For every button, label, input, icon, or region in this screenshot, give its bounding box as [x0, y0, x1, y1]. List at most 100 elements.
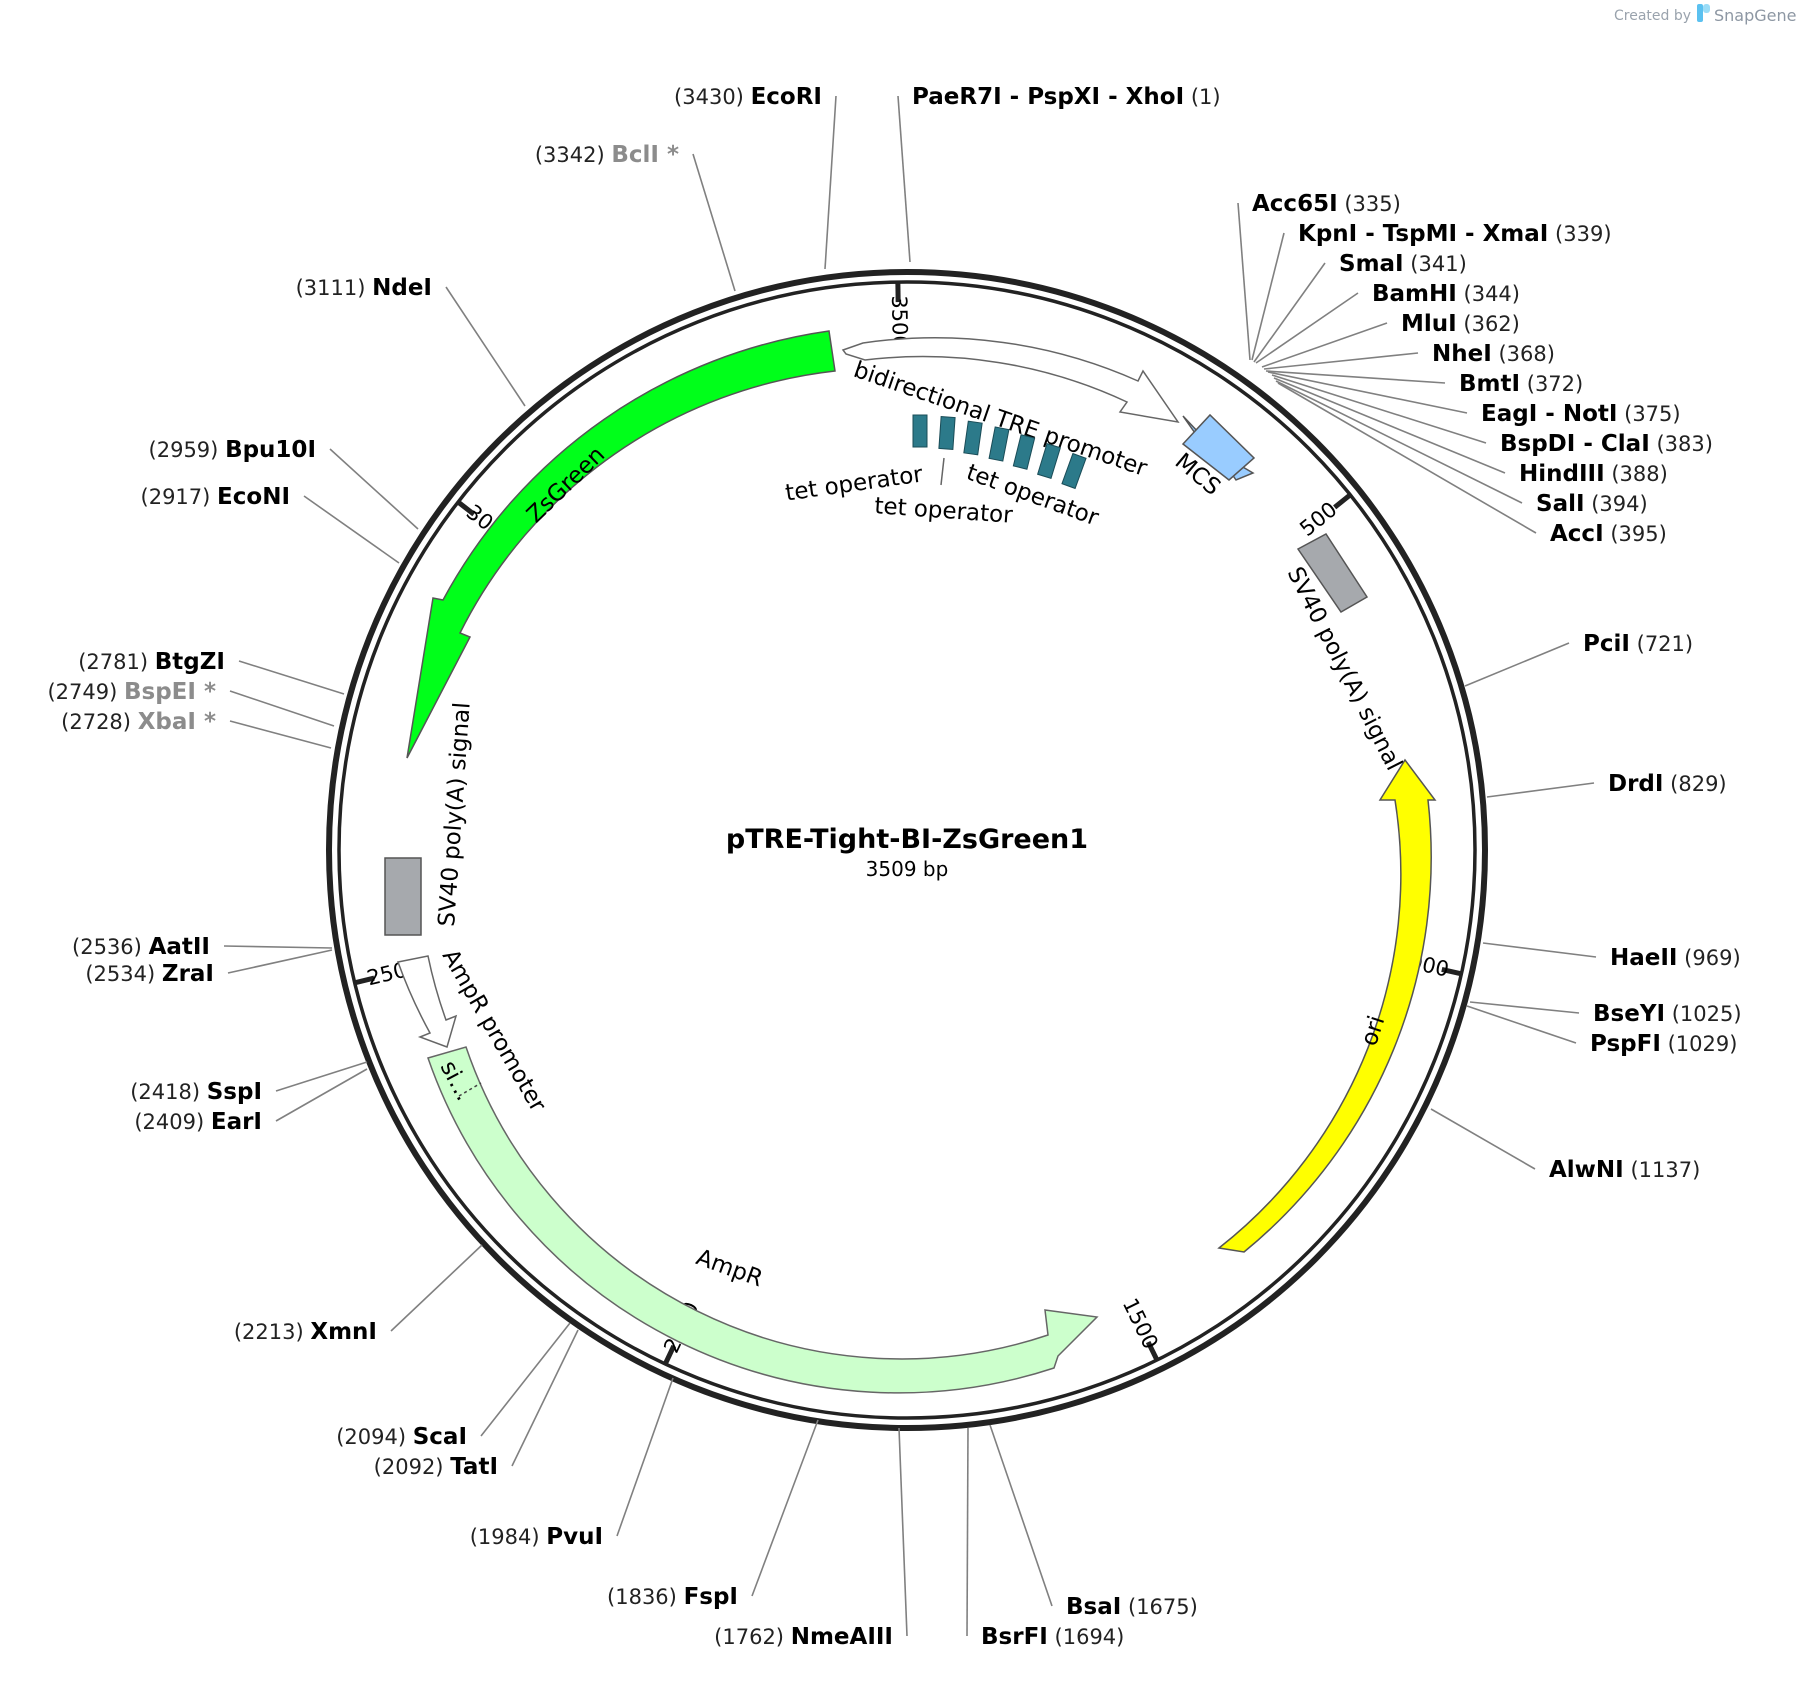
restriction-site-label[interactable]: DrdI (829): [1608, 771, 1727, 797]
site-enzyme-name[interactable]: PspXI: [1027, 84, 1100, 110]
restriction-site-label[interactable]: (2728) XbaI *: [61, 709, 216, 735]
restriction-site-label[interactable]: BsaI (1675): [1066, 1594, 1198, 1620]
site-enzyme-name[interactable]: AlwNI: [1549, 1157, 1624, 1183]
ori-feature[interactable]: [1217, 758, 1437, 1253]
restriction-site-label[interactable]: HaeII (969): [1610, 945, 1741, 971]
restriction-site-label[interactable]: (2917) EcoNI: [141, 484, 290, 510]
restriction-site-label[interactable]: Acc65I (335): [1252, 191, 1401, 217]
restriction-site-label[interactable]: KpnI - TspMI - XmaI (339): [1298, 221, 1612, 247]
restriction-site-label[interactable]: SalI (394): [1536, 491, 1648, 517]
site-enzyme-name[interactable]: BsaI: [1066, 1594, 1121, 1620]
restriction-site-label[interactable]: (2749) BspEI *: [47, 679, 216, 705]
site-enzyme-name[interactable]: BseYI: [1593, 1001, 1665, 1027]
site-enzyme-name[interactable]: DrdI: [1608, 771, 1663, 797]
restriction-site-label[interactable]: (2092) TatI: [374, 1454, 498, 1480]
site-enzyme-name[interactable]: TatI: [450, 1454, 498, 1480]
tet-operator-box[interactable]: [1037, 443, 1061, 479]
site-enzyme-name[interactable]: SspI: [207, 1079, 262, 1105]
restriction-site-label[interactable]: BamHI (344): [1372, 281, 1520, 307]
site-enzyme-name[interactable]: BsrFI: [981, 1624, 1048, 1650]
site-enzyme-name[interactable]: ZraI: [162, 961, 214, 987]
site-enzyme-name[interactable]: KpnI: [1298, 221, 1357, 247]
site-enzyme-name[interactable]: PciI: [1583, 631, 1630, 657]
site-enzyme-name[interactable]: NdeI: [372, 275, 432, 301]
site-enzyme-name[interactable]: BspEI *: [124, 679, 216, 705]
tet-operator-box[interactable]: [1061, 452, 1087, 490]
site-enzyme-name[interactable]: SmaI: [1339, 251, 1404, 277]
tet-operator-box[interactable]: [1012, 434, 1036, 470]
site-enzyme-name[interactable]: ClaI: [1601, 431, 1650, 457]
site-enzyme-name[interactable]: NmeAIII: [791, 1624, 893, 1650]
site-enzyme-name[interactable]: TspMI: [1383, 221, 1457, 247]
restriction-site-label[interactable]: BspDI - ClaI (383): [1500, 431, 1713, 457]
tet-operator-box[interactable]: [963, 420, 983, 456]
restriction-site-label[interactable]: BseYI (1025): [1593, 1001, 1742, 1027]
site-enzyme-name[interactable]: Acc65I: [1252, 191, 1338, 217]
restriction-site-label[interactable]: (2534) ZraI: [85, 961, 214, 987]
site-enzyme-name[interactable]: NotI: [1563, 401, 1618, 427]
site-enzyme-name[interactable]: MluI: [1401, 311, 1457, 337]
site-enzyme-name[interactable]: BtgZI: [155, 649, 225, 675]
site-enzyme-name[interactable]: PaeR7I: [912, 84, 1002, 110]
restriction-site-label[interactable]: (2418) SspI: [130, 1079, 262, 1105]
ampr-feature[interactable]: [427, 1046, 1099, 1394]
site-enzyme-name[interactable]: FspI: [684, 1584, 738, 1610]
site-enzyme-name[interactable]: SalI: [1536, 491, 1585, 517]
site-enzyme-name[interactable]: NheI: [1432, 341, 1492, 367]
site-enzyme-name[interactable]: Bpu10I: [225, 437, 316, 463]
restriction-site-label[interactable]: (3111) NdeI: [296, 275, 432, 301]
tet-operator-box[interactable]: [988, 426, 1010, 462]
restriction-site-label[interactable]: (3342) BclI *: [535, 142, 679, 168]
restriction-site-label[interactable]: NheI (368): [1432, 341, 1555, 367]
restriction-site-label[interactable]: (2094) ScaI: [336, 1424, 467, 1450]
restriction-site-label[interactable]: EagI - NotI (375): [1481, 401, 1681, 427]
restriction-site-label[interactable]: MluI (362): [1401, 311, 1520, 337]
tre-promoter-feature[interactable]: [841, 337, 1180, 424]
site-enzyme-name[interactable]: BspDI: [1500, 431, 1575, 457]
site-enzyme-name[interactable]: HindIII: [1519, 461, 1605, 487]
restriction-site-label[interactable]: AccI (395): [1550, 521, 1667, 547]
site-enzyme-name[interactable]: EarI: [211, 1109, 262, 1135]
sv40-polya-left-box[interactable]: [384, 857, 422, 936]
site-position: (2749): [47, 680, 117, 704]
restriction-site-label[interactable]: SmaI (341): [1339, 251, 1467, 277]
restriction-site-label[interactable]: (2409) EarI: [134, 1109, 262, 1135]
site-enzyme-name[interactable]: HaeII: [1610, 945, 1677, 971]
site-enzyme-name[interactable]: EcoRI: [751, 84, 822, 110]
restriction-site-label[interactable]: AlwNI (1137): [1549, 1157, 1700, 1183]
restriction-site-label[interactable]: (2959) Bpu10I: [149, 437, 316, 463]
tet-operator-box[interactable]: [912, 414, 928, 448]
restriction-site-label[interactable]: (1836) FspI: [607, 1584, 738, 1610]
restriction-site-label[interactable]: (2213) XmnI: [234, 1319, 377, 1345]
site-enzyme-name[interactable]: BclI *: [611, 142, 679, 168]
restriction-site-label[interactable]: BsrFI (1694): [981, 1624, 1124, 1650]
site-enzyme-name[interactable]: XhoI: [1126, 84, 1184, 110]
restriction-site-label[interactable]: PaeR7I - PspXI - XhoI (1): [912, 84, 1221, 110]
site-enzyme-name[interactable]: XmnI: [310, 1319, 377, 1345]
site-enzyme-name[interactable]: XbaI *: [138, 709, 216, 735]
site-enzyme-name[interactable]: BamHI: [1372, 281, 1457, 307]
site-enzyme-name[interactable]: AatII: [149, 934, 210, 960]
site-enzyme-name[interactable]: EagI: [1481, 401, 1537, 427]
restriction-site-label[interactable]: (1984) PvuI: [470, 1524, 603, 1550]
restriction-site-label[interactable]: BmtI (372): [1459, 371, 1583, 397]
zsgreen-feature[interactable]: [406, 330, 836, 759]
restriction-site-label[interactable]: HindIII (388): [1519, 461, 1668, 487]
site-enzyme-name[interactable]: ScaI: [413, 1424, 467, 1450]
mcs-box[interactable]: [1181, 413, 1256, 481]
sv40-polya-right-box[interactable]: [1296, 533, 1369, 613]
restriction-site-label[interactable]: PciI (721): [1583, 631, 1693, 657]
site-enzyme-name[interactable]: BmtI: [1459, 371, 1520, 397]
restriction-site-label[interactable]: PspFI (1029): [1590, 1031, 1737, 1057]
ampr-promoter-feature[interactable]: [397, 955, 458, 1048]
site-enzyme-name[interactable]: AccI: [1550, 521, 1604, 547]
restriction-site-label[interactable]: (2781) BtgZI: [78, 649, 225, 675]
site-enzyme-name[interactable]: XmaI: [1483, 221, 1549, 247]
site-enzyme-name[interactable]: EcoNI: [217, 484, 290, 510]
site-enzyme-name[interactable]: PvuI: [546, 1524, 603, 1550]
site-enzyme-name[interactable]: PspFI: [1590, 1031, 1661, 1057]
restriction-site-label[interactable]: (1762) NmeAIII: [714, 1624, 893, 1650]
restriction-site-label[interactable]: (2536) AatII: [72, 934, 210, 960]
tet-operator-box[interactable]: [938, 416, 956, 450]
restriction-site-label[interactable]: (3430) EcoRI: [674, 84, 822, 110]
